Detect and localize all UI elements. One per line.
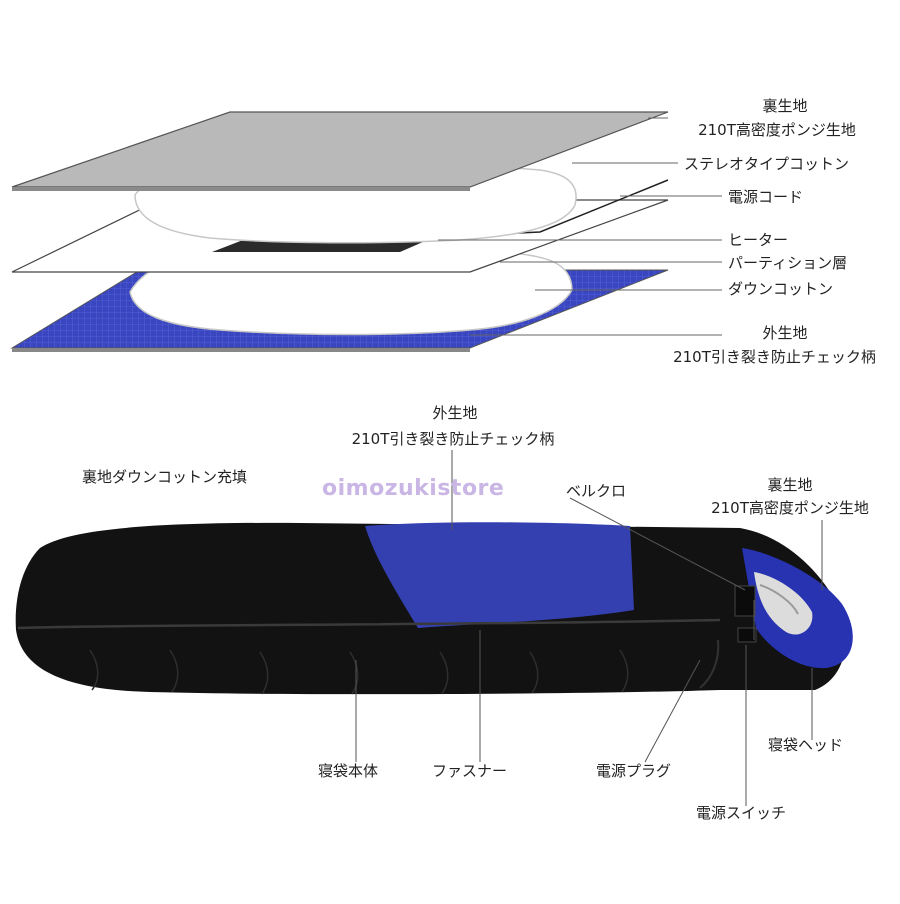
inner-fabric-layer bbox=[11, 111, 669, 188]
label-inner-fabric-name: 裏生地 bbox=[762, 97, 808, 115]
label-partition: パーティション層 bbox=[728, 254, 848, 272]
power-plug bbox=[737, 627, 757, 643]
label-bag-outer-fabric-name: 外生地 bbox=[432, 404, 478, 422]
label-power-cord: 電源コード bbox=[728, 188, 804, 206]
lower-leader-lines bbox=[355, 450, 823, 806]
label-inner-fabric-spec: 210T高密度ポンジ生地 bbox=[698, 121, 856, 139]
label-outer-fabric-spec: 210T引き裂き防止チェック柄 bbox=[673, 348, 876, 366]
label-velcro: ベルクロ bbox=[566, 482, 627, 500]
label-power-plug: 電源プラグ bbox=[596, 762, 672, 780]
quilting-lines bbox=[89, 649, 629, 695]
label-stereo-cotton: ステレオタイプコットン bbox=[684, 155, 850, 173]
upper-leader-lines bbox=[438, 117, 722, 336]
zipper bbox=[17, 618, 721, 630]
label-bag-head: 寝袋ヘッド bbox=[768, 736, 844, 754]
label-outer-fabric-name: 外生地 bbox=[762, 324, 808, 342]
label-bag-body: 寝袋本体 bbox=[318, 762, 379, 780]
label-zipper: ファスナー bbox=[432, 762, 508, 780]
label-lining-fill: 裏地ダウンコットン充填 bbox=[82, 468, 248, 486]
blue-outer-panel bbox=[365, 522, 634, 628]
label-heater: ヒーター bbox=[728, 231, 789, 249]
velcro-strap bbox=[734, 585, 756, 617]
label-power-switch: 電源スイッチ bbox=[696, 804, 787, 822]
watermark: oimozukistore bbox=[322, 476, 505, 501]
label-bag-inner-fabric-name: 裏生地 bbox=[767, 476, 813, 494]
label-down-cotton: ダウンコットン bbox=[728, 280, 834, 298]
label-bag-outer-fabric-spec: 210T引き裂き防止チェック柄 bbox=[351, 430, 555, 448]
label-bag-inner-fabric-spec: 210T高密度ポンジ生地 bbox=[711, 499, 869, 517]
